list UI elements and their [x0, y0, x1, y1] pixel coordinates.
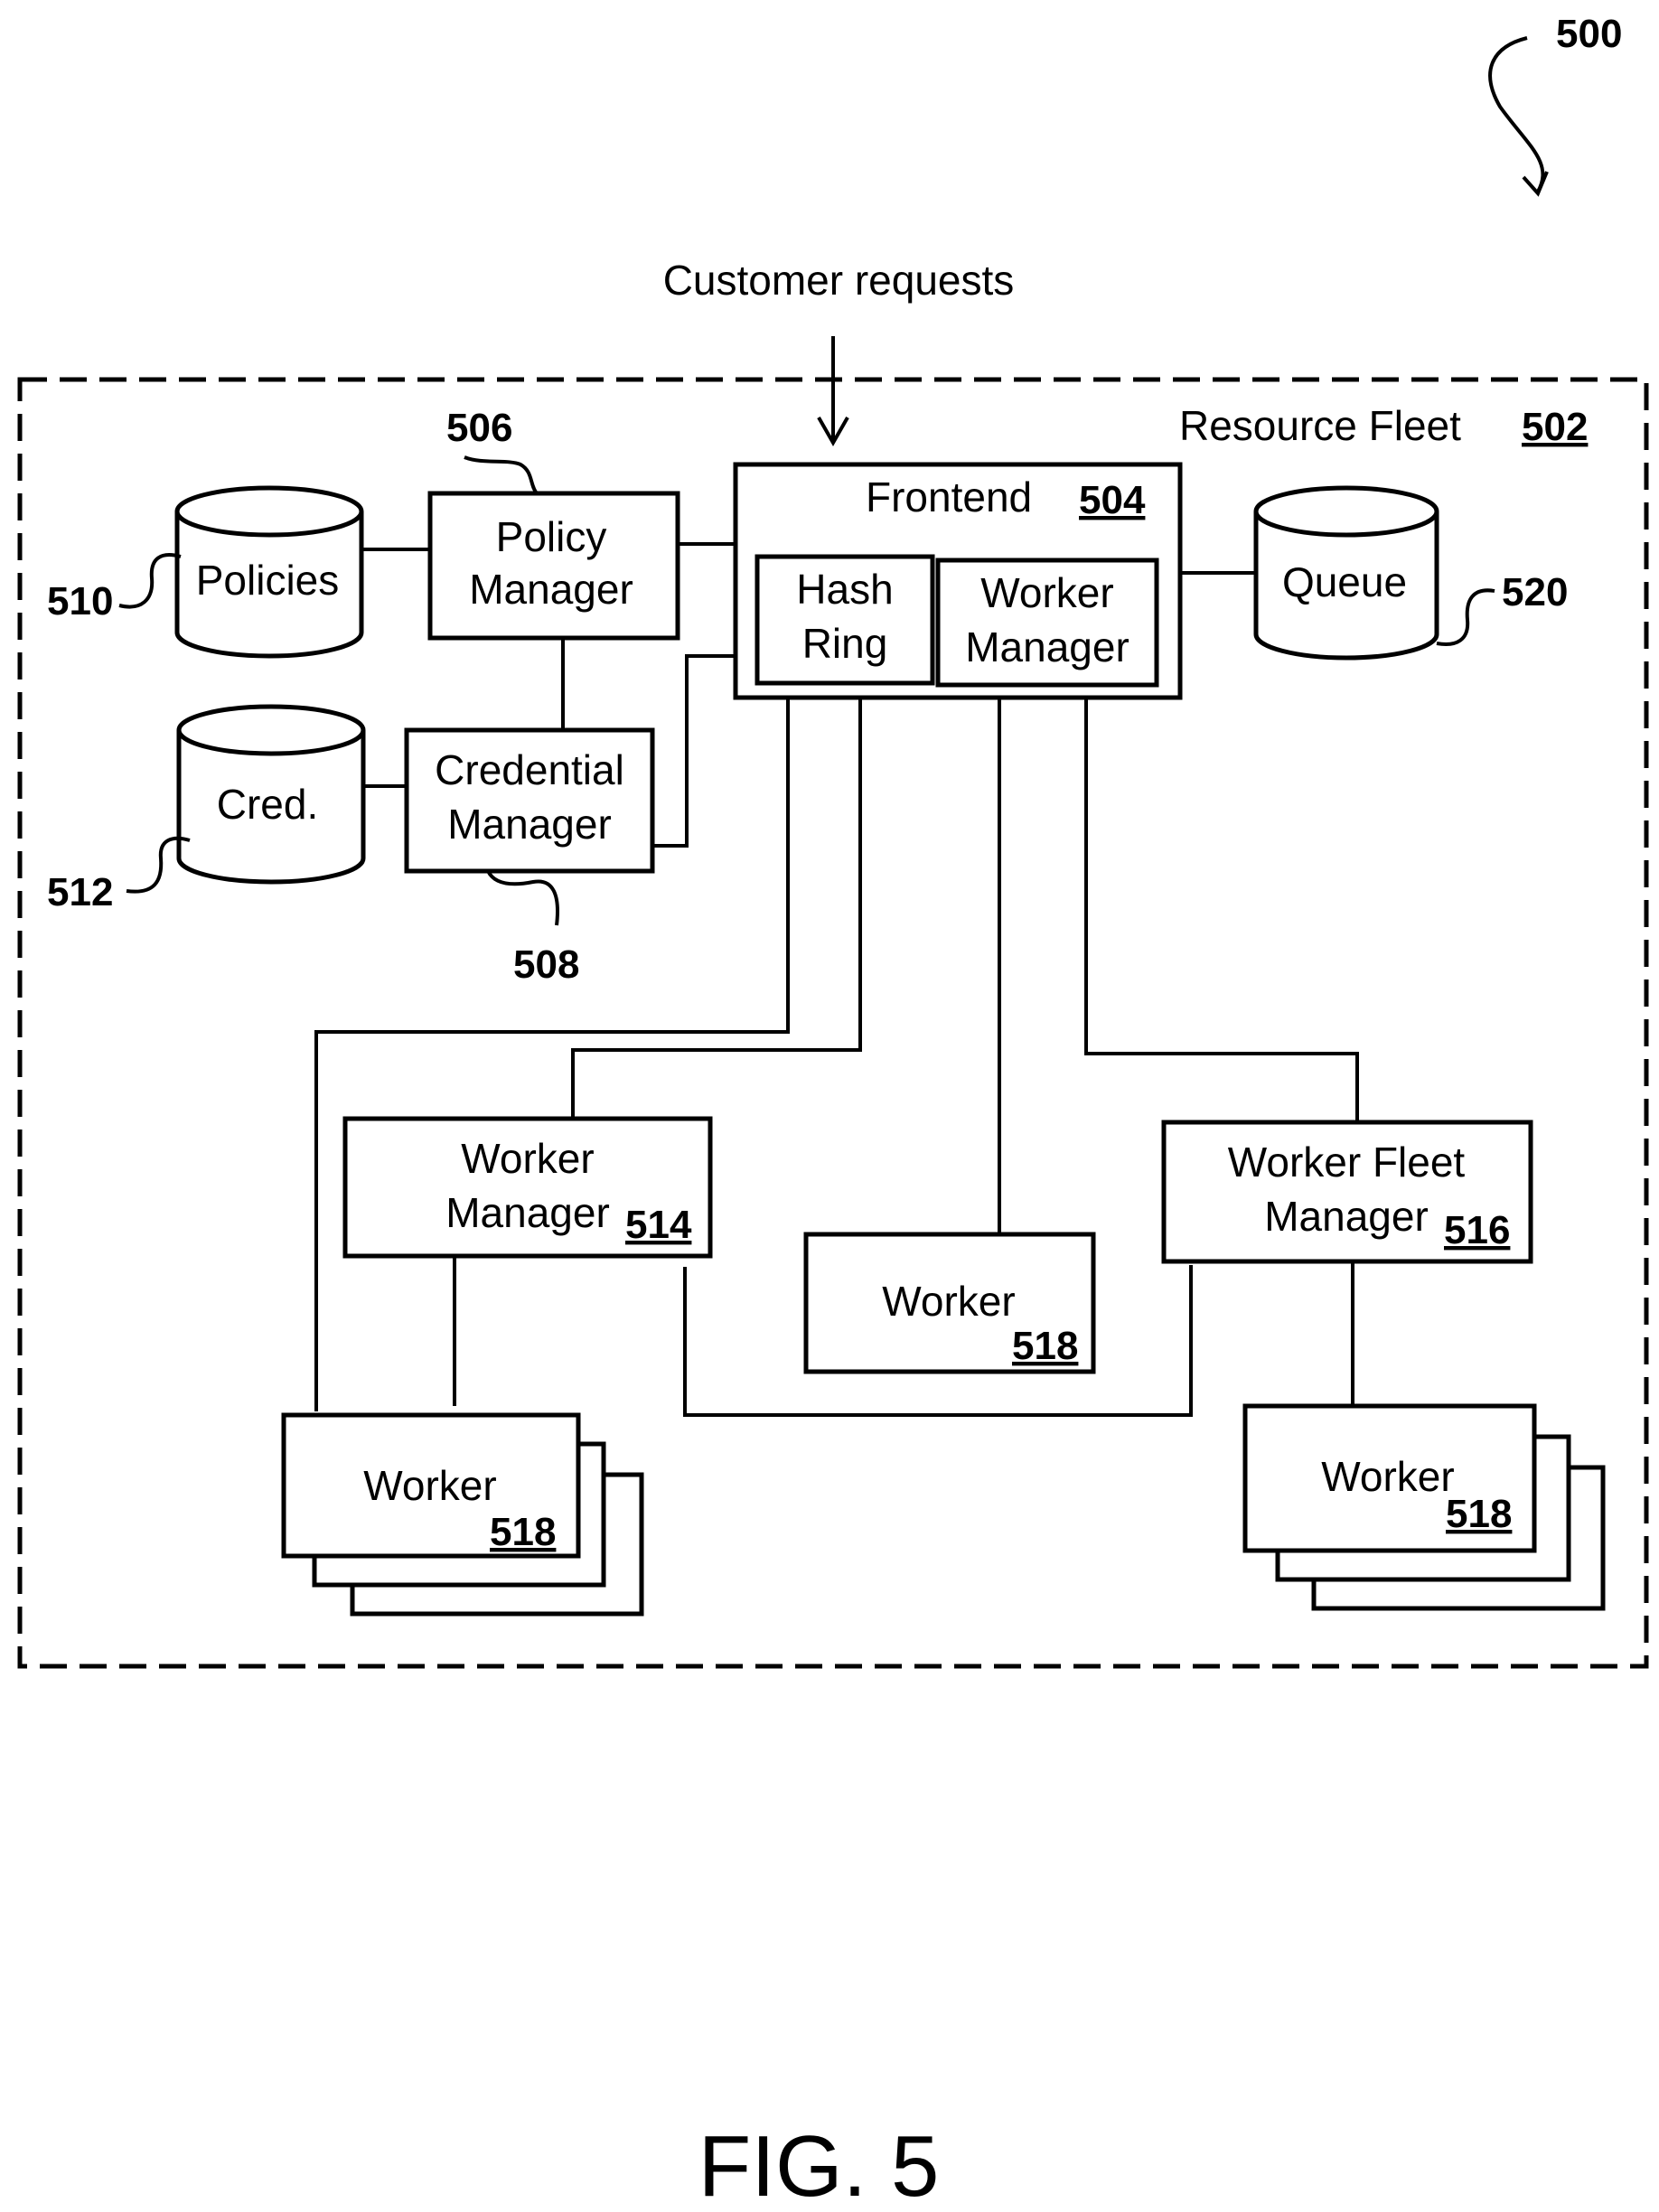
worker-fleet-manager-ref: 516: [1444, 1208, 1510, 1252]
policies-ref-leader: [119, 555, 181, 606]
worker-manager-to-worker-fleet-manager-line: [1086, 687, 1357, 1122]
cred-ref: 512: [47, 870, 113, 914]
worker-manager-514-line-1: Worker: [461, 1135, 594, 1182]
worker-stack-right-label: Worker: [1321, 1453, 1454, 1500]
policy-manager-ref: 506: [446, 406, 512, 450]
queue-ref-leader: [1437, 590, 1495, 644]
frontend-worker-manager-line-1: Worker: [980, 569, 1113, 616]
queue-label: Queue: [1282, 558, 1407, 605]
worker-stack-left: [284, 1415, 642, 1614]
policy-manager-line-2: Manager: [469, 566, 633, 613]
credential-manager-to-frontend-line: [652, 656, 736, 846]
hash-ring-line-2: Ring: [802, 620, 888, 667]
worker-stack-right-ref: 518: [1446, 1492, 1512, 1536]
worker-manager-514-ref: 514: [625, 1203, 692, 1247]
resource-fleet-label: Resource Fleet: [1179, 402, 1461, 449]
figure-ref: 500: [1556, 12, 1622, 56]
worker-manager-514-line-2: Manager: [445, 1189, 610, 1236]
worker-fleet-manager-line-1: Worker Fleet: [1228, 1139, 1466, 1186]
worker-center-ref: 518: [1012, 1324, 1078, 1368]
figure-caption: FIG. 5: [698, 2118, 940, 2212]
credential-manager-line-2: Manager: [447, 801, 612, 848]
frontend-worker-manager-line-2: Manager: [965, 623, 1129, 670]
cred-label: Cred.: [217, 781, 318, 828]
queue-ref: 520: [1502, 570, 1568, 614]
worker-stack-left-label: Worker: [363, 1462, 496, 1509]
worker-fleet-manager-line-2: Manager: [1264, 1193, 1429, 1240]
resource-fleet-ref: 502: [1522, 405, 1588, 449]
credential-manager-line-1: Credential: [435, 746, 624, 793]
policies-label: Policies: [196, 557, 340, 604]
policy-manager-ref-leader: [464, 457, 537, 493]
hash-ring-line-1: Hash: [796, 566, 893, 613]
frontend-ref: 504: [1079, 478, 1146, 522]
customer-requests-label: Customer requests: [663, 257, 1015, 304]
policies-ref: 510: [47, 579, 113, 623]
credential-manager-ref-leader: [488, 871, 558, 925]
worker-stack-right: [1245, 1406, 1603, 1608]
worker-center-label: Worker: [882, 1278, 1015, 1325]
policy-manager-line-1: Policy: [496, 513, 607, 560]
worker-stack-left-ref: 518: [490, 1510, 556, 1554]
credential-manager-ref: 508: [513, 942, 579, 987]
figure-ref-leader: [1490, 38, 1542, 192]
frontend-label: Frontend: [866, 473, 1032, 520]
